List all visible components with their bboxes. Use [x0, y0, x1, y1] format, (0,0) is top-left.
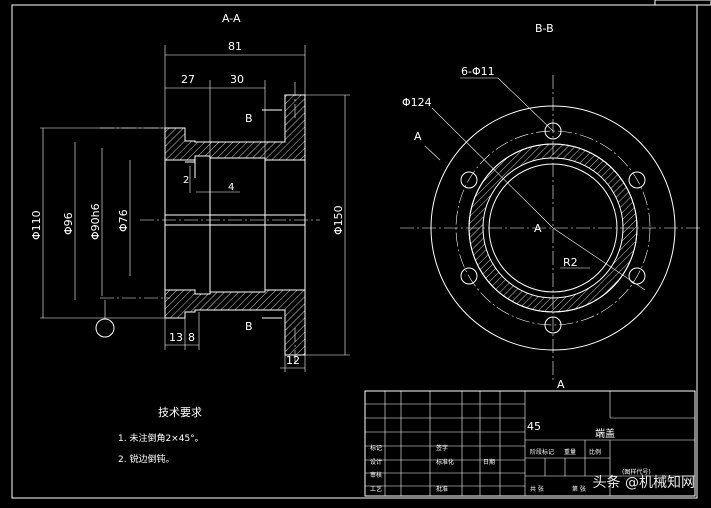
tb-label-r1: 标记: [370, 444, 382, 452]
tb-label-scale: 比例: [589, 448, 601, 456]
section-b-b-view: B-B Φ124 6-Φ11 R2 A A A: [400, 22, 700, 391]
dim-4: 4: [228, 182, 234, 193]
upper-wall-section: [164, 94, 306, 161]
dim-12: 12: [286, 354, 300, 367]
dim-holes: 6-Φ11: [461, 65, 495, 78]
title-block: 45 端盖 标记 设计 审核 工艺 签字 标准化 日期 批准 阶段标记 重量 比…: [364, 390, 696, 497]
tb-label-r3: 审核: [370, 471, 382, 479]
tb-label-c1: 签字: [436, 444, 448, 452]
dim-d76: Φ76: [117, 209, 130, 232]
dim-30: 30: [230, 73, 244, 86]
tb-label-r2: 设计: [370, 458, 382, 466]
bolt-hole-5: [460, 267, 478, 285]
tb-label-stage: 阶段标记: [530, 448, 554, 456]
technical-requirements: 技术要求 1. 未注倒角2×45°。 2. 锐边倒钝。: [118, 406, 204, 465]
leader-balloon: [95, 318, 115, 338]
drawing-frame: [11, 4, 698, 499]
dim-8: 8: [188, 331, 195, 344]
hub-hatched-ring: [468, 143, 638, 313]
view-label-a-a: A-A: [222, 12, 241, 25]
leader-holes: [497, 77, 554, 132]
tb-label-c2: 标准化: [436, 458, 454, 466]
dim-27: 27: [181, 73, 195, 86]
tb-label-c3: 日期: [483, 458, 495, 466]
leader-d124: [431, 107, 554, 229]
dim-d90h6: Φ90h6: [89, 203, 102, 240]
cut-arrow-a-left: [424, 145, 441, 161]
tech-req-item-2: 2. 锐边倒钝。: [118, 453, 174, 465]
view-label-b-b: B-B: [535, 22, 554, 35]
tb-label-weight: 重量: [564, 448, 576, 456]
bolt-hole-2: [628, 171, 646, 189]
dim-d96: Φ96: [62, 212, 75, 235]
title-block-frame: [364, 390, 696, 497]
dim-r2: R2: [563, 256, 578, 269]
tech-req-item-1: 1. 未注倒角2×45°。: [118, 432, 204, 444]
dim-d150: Φ150: [332, 205, 345, 235]
bolt-hole-6: [460, 171, 478, 189]
tb-drawing-code: (图样代号): [622, 468, 651, 476]
cut-label-a-center: A: [534, 222, 542, 235]
dim-d110: Φ110: [30, 210, 43, 240]
tb-label-sheets: 共 张: [530, 485, 544, 493]
cut-label-b-bottom: B: [245, 320, 253, 333]
dim-2: 2: [183, 175, 189, 186]
frame-corner-tab: [654, 0, 711, 6]
cut-label-a-left: A: [414, 130, 422, 143]
leader-r2: [552, 227, 646, 291]
material-45: 45: [527, 420, 541, 433]
cut-label-a-bottom: A: [557, 378, 565, 391]
dim-81: 81: [228, 40, 242, 53]
bolt-hole-3: [628, 267, 646, 285]
part-name: 端盖: [595, 427, 615, 440]
watermark: 头条 @机械知网: [592, 475, 695, 491]
tb-label-r4: 工艺: [370, 485, 382, 493]
tb-label-sheet-no: 第 张: [572, 485, 586, 493]
tech-req-title: 技术要求: [158, 406, 202, 419]
dim-13: 13: [169, 331, 183, 344]
cut-label-b-top: B: [245, 112, 253, 125]
section-a-a-view: A-A B B 81 27 30: [30, 12, 350, 372]
tb-label-c4: 批准: [436, 485, 448, 493]
dim-d124: Φ124: [402, 96, 432, 109]
